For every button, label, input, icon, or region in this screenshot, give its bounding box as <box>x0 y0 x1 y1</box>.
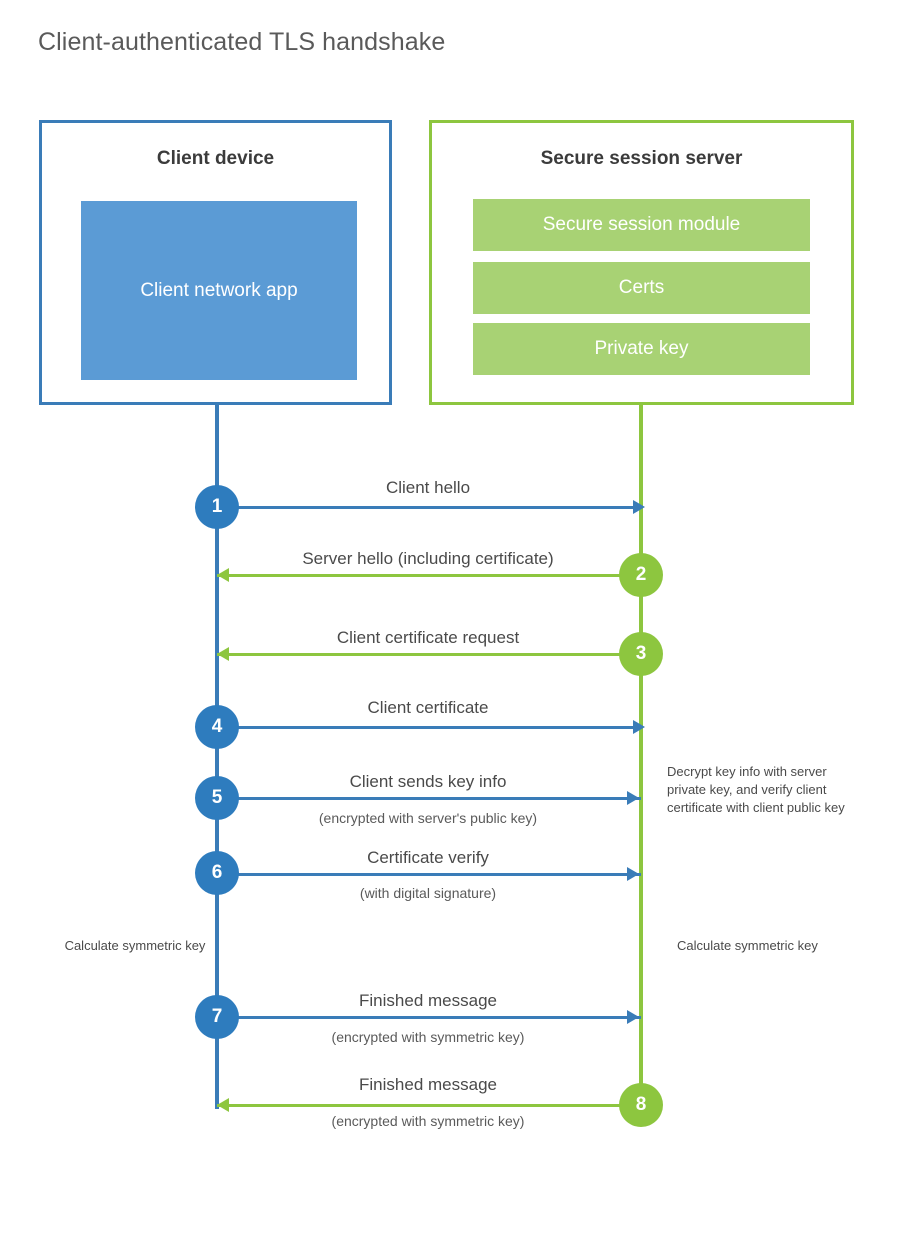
step-2-arrow-head-icon <box>217 568 229 582</box>
step-5-label: Client sends key info <box>349 772 507 791</box>
client-calculate-symmetric-key-note: Calculate symmetric key <box>64 938 206 953</box>
client-device-box: Client device Client network app <box>39 120 392 405</box>
client-network-app-block: Client network app <box>81 201 357 380</box>
page-title: Client-authenticated TLS handshake <box>38 28 446 56</box>
step-5-sublabel: (encrypted with server's public key) <box>318 810 538 826</box>
step-1-label: Client hello <box>385 478 471 497</box>
step-circle-6: 6 <box>195 851 239 895</box>
server-decrypt-note: Decrypt key info with server private key… <box>667 764 845 815</box>
step-7-arrow-line <box>217 1016 641 1019</box>
step-circle-3: 3 <box>619 632 663 676</box>
step-3-arrow-head-icon <box>217 647 229 661</box>
server-component-secure-session-module: Secure session module <box>473 199 810 251</box>
step-circle-5: 5 <box>195 776 239 820</box>
secure-session-server-title: Secure session server <box>540 148 743 169</box>
step-8-label: Finished message <box>359 1075 497 1094</box>
step-7-arrow-head-icon <box>627 1010 639 1024</box>
step-circle-7: 7 <box>195 995 239 1039</box>
step-6-arrow-head-icon <box>627 867 639 881</box>
server-component-certs: Certs <box>473 262 810 314</box>
step-5-arrow-line <box>217 797 641 800</box>
step-8-sublabel: (encrypted with symmetric key) <box>331 1113 525 1129</box>
step-circle-2: 2 <box>619 553 663 597</box>
step-8-arrow-head-icon <box>217 1098 229 1112</box>
step-3-arrow-line <box>217 653 641 656</box>
secure-session-server-box: Secure session server Secure session mod… <box>429 120 854 405</box>
step-6-arrow-line <box>217 873 641 876</box>
step-2-arrow-line <box>217 574 641 577</box>
server-lifeline <box>639 402 643 1107</box>
step-3-label: Client certificate request <box>336 628 520 647</box>
client-lifeline <box>215 402 219 1109</box>
step-5-arrow-head-icon <box>627 791 639 805</box>
server-component-private-key: Private key <box>473 323 810 375</box>
client-device-title: Client device <box>156 148 275 169</box>
step-8-arrow-line <box>217 1104 641 1107</box>
step-4-arrow-head-icon <box>633 720 645 734</box>
step-6-sublabel: (with digital signature) <box>359 885 497 901</box>
step-4-label: Client certificate <box>367 698 489 717</box>
step-1-arrow-line <box>217 506 641 509</box>
step-7-label: Finished message <box>359 991 497 1010</box>
step-circle-8: 8 <box>619 1083 663 1127</box>
step-1-arrow-head-icon <box>633 500 645 514</box>
step-2-label: Server hello (including certificate) <box>302 549 554 568</box>
step-circle-4: 4 <box>195 705 239 749</box>
step-6-label: Certificate verify <box>367 848 489 867</box>
step-7-sublabel: (encrypted with symmetric key) <box>331 1029 525 1045</box>
step-circle-1: 1 <box>195 485 239 529</box>
step-4-arrow-line <box>217 726 641 729</box>
server-calculate-symmetric-key-note: Calculate symmetric key <box>677 938 818 953</box>
